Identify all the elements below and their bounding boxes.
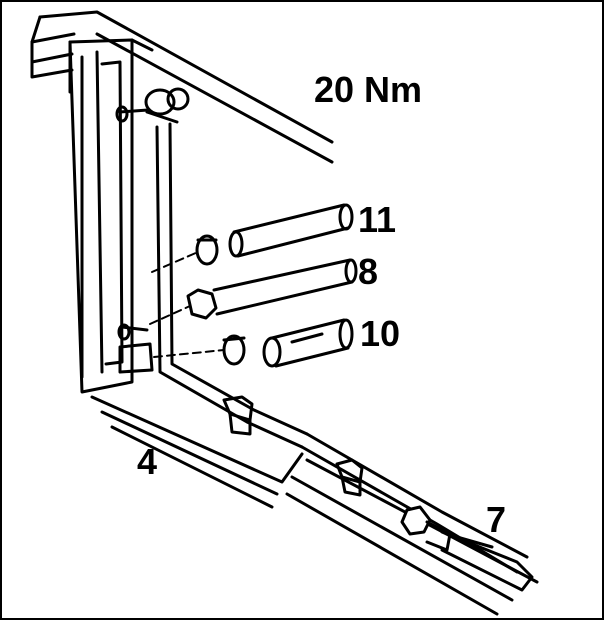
callout-8: 8 — [358, 251, 379, 292]
callout-4: 4 — [137, 441, 158, 482]
alignment-lines — [149, 251, 225, 358]
radiator-stubs — [117, 323, 154, 374]
pipe-clamp-upper — [222, 395, 254, 436]
lower-crossmember — [90, 395, 539, 616]
hose-11 — [195, 203, 354, 266]
hose-10 — [222, 318, 354, 368]
pipe-clamp-lower — [335, 458, 364, 497]
bleed-screw-fitting — [115, 87, 190, 124]
radiator-frame — [68, 38, 154, 394]
torque-label: 20 Nm — [314, 69, 423, 110]
callout-7: 7 — [486, 499, 507, 540]
upper-crossmember — [30, 10, 334, 164]
callout-11: 11 — [358, 199, 397, 240]
line-union-nut — [400, 505, 534, 592]
pipe-8 — [186, 258, 358, 320]
callout-10: 10 — [360, 313, 401, 354]
